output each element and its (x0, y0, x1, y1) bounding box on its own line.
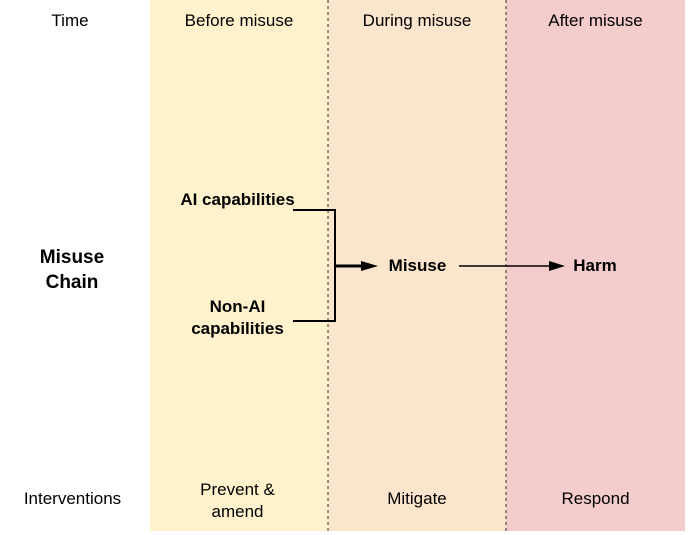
harm-node: Harm (573, 256, 617, 275)
before-misuse-column (150, 0, 328, 531)
misuse-chain-label: Misuse Chain (39, 247, 105, 293)
mitigate-intervention: Mitigate (387, 489, 447, 508)
arrowhead-icon (549, 261, 565, 271)
bracket (293, 209, 336, 322)
time-label: Time (51, 11, 89, 30)
misuse-node: Misuse (388, 256, 447, 275)
respond-intervention: Respond (561, 489, 630, 508)
arrowhead-icon (361, 261, 378, 271)
interventions-label: Interventions (23, 489, 122, 508)
after-misuse-heading: After misuse (548, 11, 643, 30)
during-misuse-heading: During misuse (362, 11, 472, 30)
before-misuse-heading: Before misuse (184, 11, 294, 30)
ai-capabilities: AI capabilities (180, 190, 295, 209)
non-ai-capabilities: Non-AI capabilities (191, 297, 284, 338)
prevent-amend-intervention: Prevent & amend (200, 480, 275, 521)
